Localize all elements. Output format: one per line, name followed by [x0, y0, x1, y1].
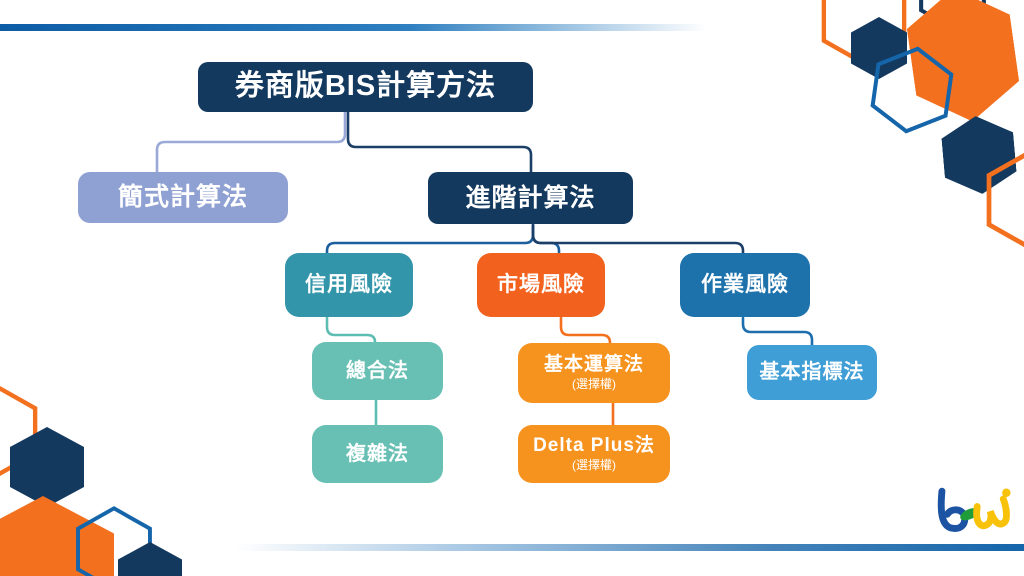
- node-credit-label: 信用風險: [305, 272, 393, 296]
- hexagon-outline-orange-icon: [986, 152, 1024, 248]
- node-credit-risk: 信用風險: [285, 253, 413, 317]
- connector-advanced-market: [531, 223, 561, 255]
- hexagon-outline-orange-icon: [0, 385, 38, 477]
- node-simple-label: 簡式計算法: [117, 183, 248, 212]
- connector-advanced-credit: [325, 223, 535, 255]
- node-market-label: 市場風險: [497, 272, 585, 296]
- node-delta-plus-label: Delta Plus法: [533, 435, 655, 457]
- node-basic-indicator-label: 基本指標法: [759, 361, 865, 383]
- top-accent-bar: [0, 24, 1024, 31]
- connector-root-advanced: [346, 110, 533, 174]
- bottom-accent-bar: [0, 544, 1024, 551]
- connector-credit-aggregate: [325, 315, 377, 344]
- node-aggregate-label: 總合法: [346, 359, 409, 382]
- node-basic-calculation-subtitle: (選擇權): [572, 377, 616, 392]
- tej-logo-icon: [937, 487, 1011, 532]
- node-operational-label: 作業風險: [701, 272, 789, 296]
- node-simple-method: 簡式計算法: [78, 172, 288, 223]
- node-market-risk: 市場風險: [477, 253, 605, 317]
- connector-advanced-operational: [531, 223, 745, 255]
- node-basic-calculation: 基本運算法 (選擇權): [518, 343, 670, 403]
- connector-root-simple: [155, 110, 347, 174]
- node-advanced-method: 進階計算法: [428, 172, 633, 224]
- connector-market-basic-calc: [559, 315, 612, 345]
- node-basic-calculation-label: 基本運算法: [543, 354, 644, 376]
- node-root: 券商版BIS計算方法: [198, 62, 533, 112]
- node-complex-label: 複雜法: [346, 442, 409, 465]
- node-root-label: 券商版BIS計算方法: [234, 70, 497, 103]
- node-basic-indicator: 基本指標法: [747, 345, 877, 400]
- hexagon-navy-icon: [10, 427, 84, 507]
- node-delta-plus-subtitle: (選擇權): [572, 458, 616, 473]
- node-advanced-label: 進階計算法: [465, 183, 596, 212]
- node-operational-risk: 作業風險: [680, 253, 810, 317]
- connector-operational-basic-indicator: [741, 316, 814, 347]
- hexagon-outline-blue-icon: [76, 506, 152, 576]
- node-complex-method: 複雜法: [312, 425, 443, 483]
- node-aggregate-method: 總合法: [312, 342, 443, 400]
- hexagon-outline-blue-icon: [870, 46, 954, 134]
- node-delta-plus: Delta Plus法 (選擇權): [518, 425, 670, 483]
